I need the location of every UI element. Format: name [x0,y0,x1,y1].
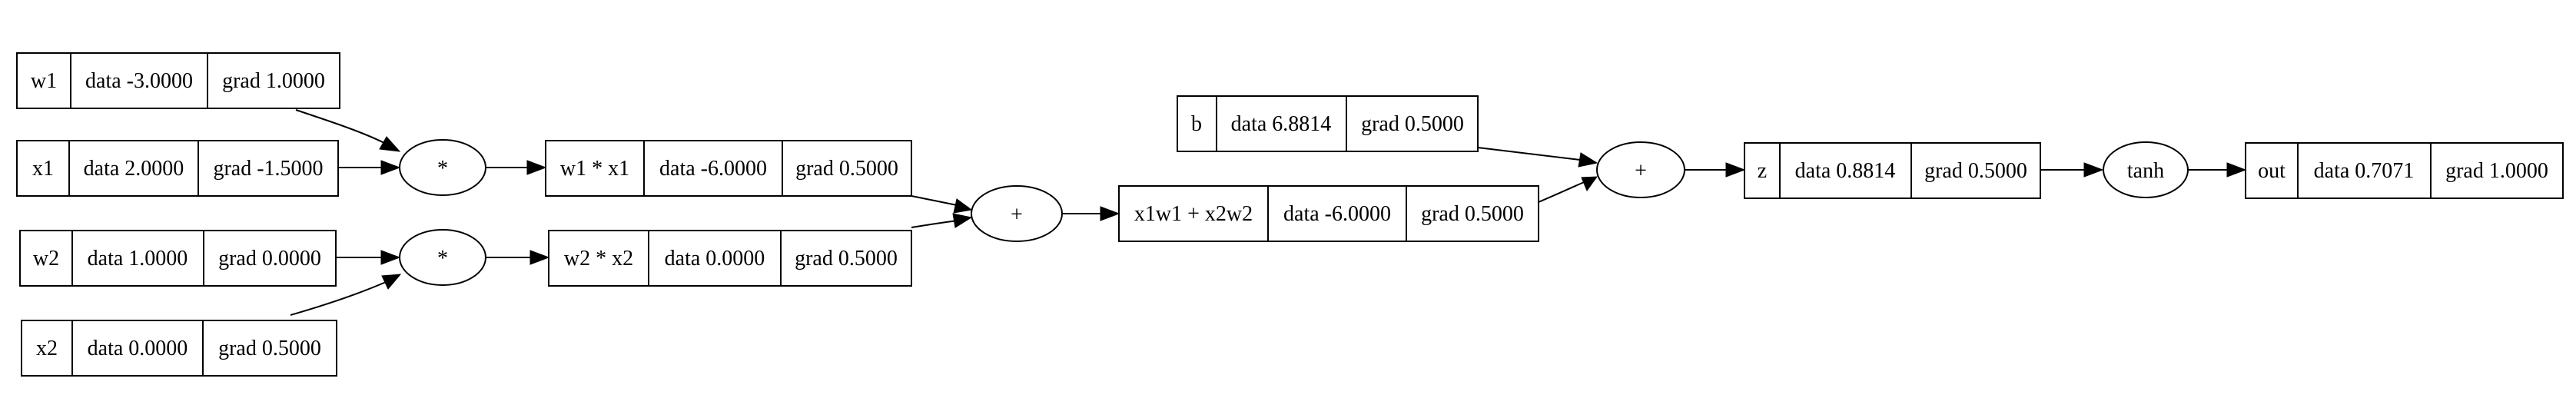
edge-w1-to-mul1-arrowhead [379,136,401,152]
op-node-mul2-label: * [437,247,448,271]
value-node-x1-label: x1 [32,157,54,181]
value-node-w1-data: data -3.0000 [85,69,193,93]
value-node-w2x2-box [548,230,912,287]
value-node-x1w1x2w2-data: data -6.0000 [1283,202,1391,226]
op-node-tanh-ellipse [2103,141,2189,198]
value-node-w2-label: w2 [33,247,59,271]
edge-w1x1-to-add1-arrowhead [953,198,973,214]
edge-mul1-to-w1x1-arrowhead [526,160,547,175]
value-node-w1: w1 data -3.0000 grad 1.0000 [16,52,340,109]
value-node-z-label: z [1758,159,1767,183]
value-node-out-grad: grad 1.0000 [2445,159,2548,183]
value-node-w1-grad: grad 1.0000 [222,69,325,93]
value-node-x2-label: x2 [36,337,58,360]
value-node-out-data: data 0.7071 [2314,159,2415,183]
value-node-x1w1x2w2-grad: grad 0.5000 [1421,202,1524,226]
value-node-x1w1x2w2-box [1118,185,1539,242]
value-node-x2-box [21,320,337,377]
value-node-w1x1-label: w1 * x1 [560,157,629,181]
edge-tanh-to-out-arrowhead [2226,162,2247,178]
value-node-b: b data 6.8814 grad 0.5000 [1177,95,1479,152]
value-node-out: out data 0.7071 grad 1.0000 [2245,142,2564,199]
value-node-w1x1: w1 * x1 data -6.0000 grad 0.5000 [545,140,912,197]
value-node-b-grad: grad 0.5000 [1361,112,1464,136]
edge-x2-to-mul2-arrowhead [381,274,402,290]
value-node-z-grad: grad 0.5000 [1924,159,2027,183]
op-node-add1-label: + [1011,203,1023,227]
value-node-b-label: b [1191,112,1202,136]
value-node-w1-label: w1 [31,69,57,93]
value-node-w2x2-data: data 0.0000 [665,247,765,271]
edge-sum-to-add2 [1538,179,1590,203]
edge-w2x2-to-add1-arrowhead [952,213,973,228]
value-node-w1x1-box [545,140,912,197]
value-node-w2x2-label: w2 * x2 [564,247,633,271]
edge-x1-to-mul1-arrowhead [380,160,401,175]
op-node-tanh: tanh [2103,141,2189,198]
op-node-mul1-ellipse [399,139,486,196]
value-node-x1w1x2w2-label: x1w1 + x2w2 [1134,202,1253,226]
edge-w1-to-mul1 [295,109,385,144]
value-node-x2-grad: grad 0.5000 [218,337,321,360]
op-node-add2: + [1596,141,1685,198]
edge-b-to-add2 [1477,147,1581,161]
value-node-w2x2: w2 * x2 data 0.0000 grad 0.5000 [548,230,912,287]
value-node-x1-box [16,140,339,197]
value-node-x1-data: data 2.0000 [84,157,184,181]
edge-mul2-to-w2x2-arrowhead [529,250,550,265]
op-node-tanh-label: tanh [2127,159,2164,183]
value-node-z: z data 0.8814 grad 0.5000 [1744,142,2041,199]
op-node-mul2: * [399,229,486,286]
op-node-add1: + [971,185,1063,242]
op-node-add2-ellipse [1596,141,1685,198]
op-node-mul1-label: * [437,157,448,181]
op-node-mul2-ellipse [399,229,486,286]
value-node-w2-data: data 1.0000 [88,247,188,271]
value-node-b-data: data 6.8814 [1231,112,1332,136]
edge-x2-to-mul2 [290,281,387,316]
value-node-z-data: data 0.8814 [1795,159,1896,183]
value-node-w2: w2 data 1.0000 grad 0.0000 [19,230,337,287]
value-node-w1x1-data: data -6.0000 [659,157,767,181]
op-node-mul1: * [399,139,486,196]
edge-add2-to-z-arrowhead [1725,162,1746,178]
value-node-z-box [1744,142,2041,199]
op-node-add1-ellipse [971,185,1063,242]
value-node-w2-grad: grad 0.0000 [218,247,321,271]
value-node-x1-grad: grad -1.5000 [213,157,323,181]
value-node-x1w1x2w2: x1w1 + x2w2 data -6.0000 grad 0.5000 [1118,185,1539,242]
value-node-out-label: out [2258,159,2286,183]
edge-w2-to-mul2-arrowhead [380,250,401,265]
value-node-x2-data: data 0.0000 [88,337,188,360]
value-node-w1x1-grad: grad 0.5000 [795,157,898,181]
value-node-b-box [1177,95,1479,152]
edge-add1-to-sum-arrowhead [1100,206,1120,221]
op-node-add2-label: + [1635,159,1647,183]
value-node-x1: x1 data 2.0000 grad -1.5000 [16,140,339,197]
edge-sum-to-add2-arrowhead [1581,176,1598,192]
edge-z-to-tanh-arrowhead [2083,162,2104,178]
value-node-w2x2-grad: grad 0.5000 [795,247,898,271]
value-node-x2: x2 data 0.0000 grad 0.5000 [21,320,337,377]
edges [290,109,2247,316]
edge-b-to-add2-arrowhead [1578,152,1598,168]
